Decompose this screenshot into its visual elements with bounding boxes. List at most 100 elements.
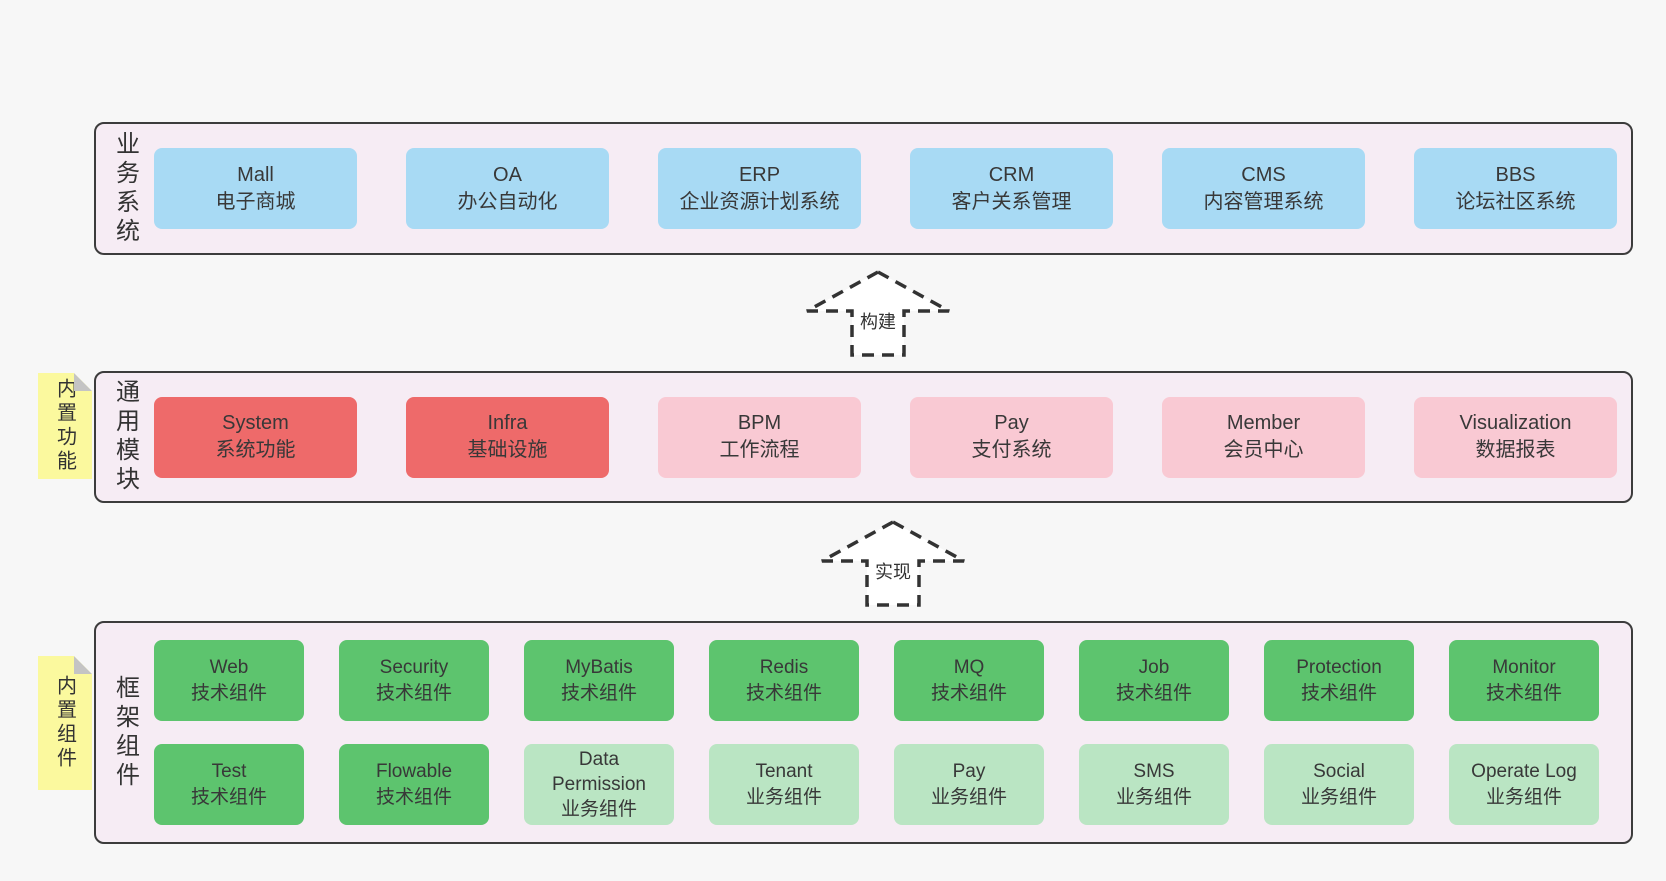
build-arrow: 构建 [803,268,953,358]
box-name: ERP [738,163,781,186]
box-name: OA [493,163,522,186]
box-name: Monitor [1492,657,1556,679]
box-name: Data Permission [552,748,646,795]
box-name: CRM [988,163,1035,186]
sticky-note-text: 内置组件 [53,675,76,771]
box-desc: 业务组件 [1115,786,1192,808]
box-member: Member 会员中心 [1162,396,1365,478]
box-protection: Protection 技术组件 [1264,640,1414,721]
layer-common-modules: 通用模块 System 系统功能 Infra 基础设施 BPM 工作流程 Pay… [94,371,1633,503]
implement-arrow: 实现 [818,518,968,608]
box-desc: 技术组件 [375,682,452,704]
box-sms: SMS 业务组件 [1079,744,1229,825]
box-desc: 企业资源计划系统 [679,190,840,213]
box-desc: 技术组件 [745,682,822,704]
box-mq: MQ 技术组件 [894,640,1044,721]
box-desc: 论坛社区系统 [1455,190,1576,213]
modules-box-row: System 系统功能 Infra 基础设施 BPM 工作流程 Pay 支付系统… [154,373,1631,501]
box-desc: 系统功能 [215,439,296,461]
box-name: BBS [1495,163,1536,186]
box-flowable: Flowable 技术组件 [339,744,489,825]
box-desc: 业务组件 [930,786,1007,808]
box-job: Job 技术组件 [1079,640,1229,721]
box-name: Pay [994,412,1029,435]
box-desc: 业务组件 [745,786,822,808]
box-desc: 数据报表 [1475,439,1556,461]
box-name: Tenant [755,761,813,783]
box-desc: 技术组件 [375,786,452,808]
box-name: Operate Log [1471,761,1577,783]
box-name: MQ [953,657,985,679]
box-desc: 工作流程 [719,439,800,461]
box-name: Flowable [375,761,453,783]
box-web: Web 技术组件 [154,640,304,721]
framework-row-2: Test 技术组件 Flowable 技术组件 Data Permission … [154,744,1631,825]
box-desc: 业务组件 [1300,786,1377,808]
box-name: Social [1313,761,1365,783]
box-test: Test 技术组件 [154,744,304,825]
box-desc: 技术组件 [560,682,637,704]
box-name: Job [1138,657,1170,679]
box-name: MyBatis [565,657,633,679]
box-name: SMS [1133,761,1175,783]
box-monitor: Monitor 技术组件 [1449,640,1599,721]
box-name: CMS [1241,163,1286,186]
box-pay-module: Pay 支付系统 [910,396,1113,478]
box-desc: 技术组件 [190,786,267,808]
box-desc: 支付系统 [971,439,1052,461]
layer-label-text: 业务系统 [111,130,139,247]
box-name: Redis [759,657,809,679]
box-operate-log: Operate Log 业务组件 [1449,744,1599,825]
box-name: BPM [737,412,782,435]
box-system: System 系统功能 [154,396,357,478]
layer-label-modules: 通用模块 [96,373,154,501]
box-mall: Mall 电子商城 [154,148,357,229]
box-erp: ERP 企业资源计划系统 [658,148,861,229]
sticky-note-builtin-components: 内置组件 [38,656,92,790]
layer-label-text: 框架组件 [111,674,139,791]
layer-label-text: 通用模块 [111,379,139,495]
box-name: Pay [952,761,986,783]
box-name: Member [1226,412,1301,435]
implement-arrow-label: 实现 [872,558,914,584]
box-desc: 技术组件 [190,682,267,704]
box-infra: Infra 基础设施 [406,396,609,478]
box-desc: 业务组件 [1485,786,1562,808]
box-desc: 办公自动化 [457,190,558,213]
box-redis: Redis 技术组件 [709,640,859,721]
box-name: Mall [237,163,274,186]
box-data-permission: Data Permission 业务组件 [524,744,674,825]
box-security: Security 技术组件 [339,640,489,721]
layer-label-framework: 框架组件 [96,623,154,842]
box-desc: 电子商城 [215,190,296,213]
box-name: System [222,412,289,435]
box-mybatis: MyBatis 技术组件 [524,640,674,721]
sticky-note-text: 内置功能 [53,378,76,474]
box-cms: CMS 内容管理系统 [1162,148,1365,229]
business-box-row: Mall 电子商城 OA 办公自动化 ERP 企业资源计划系统 CRM 客户关系… [154,124,1631,253]
box-bbs: BBS 论坛社区系统 [1414,148,1617,229]
box-visualization: Visualization 数据报表 [1414,396,1617,478]
box-name: Security [379,657,449,679]
box-desc: 技术组件 [1115,682,1192,704]
box-desc: 基础设施 [467,439,548,461]
box-desc: 技术组件 [1485,682,1562,704]
box-desc: 内容管理系统 [1203,190,1324,213]
box-name: Infra [487,412,528,435]
box-name: Test [211,761,247,783]
build-arrow-label: 构建 [857,308,899,334]
box-social: Social 业务组件 [1264,744,1414,825]
box-desc: 技术组件 [1300,682,1377,704]
box-bpm: BPM 工作流程 [658,396,861,478]
box-name: Web [209,657,249,679]
box-name: Protection [1296,657,1382,679]
layer-label-business: 业务系统 [96,124,154,253]
layer-framework-components: 框架组件 Web 技术组件 Security 技术组件 MyBatis 技术组件… [94,621,1633,844]
box-desc: 客户关系管理 [951,190,1072,213]
sticky-note-builtin-features: 内置功能 [38,373,92,479]
framework-box-rows: Web 技术组件 Security 技术组件 MyBatis 技术组件 Redi… [154,623,1631,842]
box-tenant: Tenant 业务组件 [709,744,859,825]
box-crm: CRM 客户关系管理 [910,148,1113,229]
box-pay-component: Pay 业务组件 [894,744,1044,825]
